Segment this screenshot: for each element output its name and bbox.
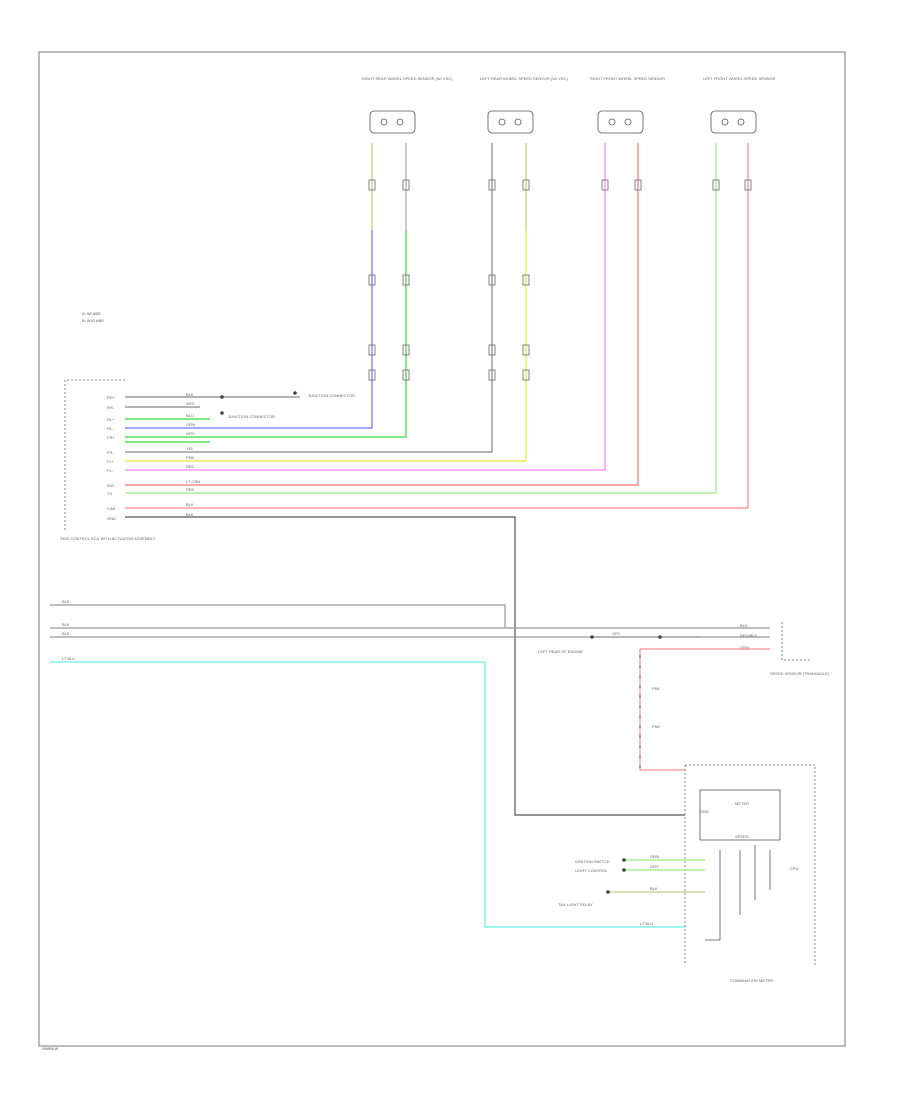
wire-rr-plus-blue — [125, 230, 373, 429]
svg-text:LT GRN: LT GRN — [186, 479, 200, 484]
sensor-label: LEFT REAR WHEEL SPEED SENSOR (W/ VSC) — [480, 76, 568, 81]
svg-text:GRN: GRN — [740, 645, 749, 650]
cluster-input-color-1: GRN — [650, 854, 659, 859]
svg-text:RR-: RR- — [107, 405, 115, 410]
speed-wire-label: GRY — [612, 631, 621, 636]
abs-ecu-outline — [64, 379, 125, 530]
abs-ecu-pins: RR+ RR- RL+ RL- FR+ FR- FL+ FL- D/G TS C… — [107, 395, 116, 521]
splice-point — [220, 411, 224, 415]
bus-label-1: BLK — [62, 599, 70, 604]
bus-wire-1 — [50, 604, 700, 629]
splice-point — [658, 635, 662, 639]
sensor-left-front: LEFT FRONT WHEEL SPEED SENSOR — [703, 76, 775, 134]
wire-fl-plus — [125, 143, 717, 494]
splice-point — [293, 391, 297, 395]
wire-fl-minus — [125, 143, 749, 509]
svg-text:RED/BLK: RED/BLK — [740, 633, 757, 638]
sensor-right-rear: RIGHT REAR WHEEL SPEED SENSOR (W/ VSC) — [362, 76, 453, 134]
cluster-input-color-2: GRY — [650, 864, 659, 869]
junction-label-2: JUNCTION CONNECTOR — [228, 414, 275, 419]
note-b: B: W/O ABS — [82, 318, 104, 323]
svg-text:BLU: BLU — [186, 413, 194, 418]
svg-text:RED: RED — [186, 464, 195, 469]
svg-text:FL+: FL+ — [107, 459, 115, 464]
svg-text:FR+: FR+ — [107, 435, 115, 440]
wire-rr-minus-green — [125, 230, 407, 438]
svg-text:FL-: FL- — [107, 468, 114, 473]
cluster-cyan-label: LT BLU — [640, 921, 653, 926]
svg-text:FR-: FR- — [107, 450, 114, 455]
svg-text:GND: GND — [107, 516, 116, 521]
wire-fr-plus — [125, 143, 606, 471]
svg-text:GRN: GRN — [186, 422, 195, 427]
abs-ecu-label: SKID CONTROL ECU WITH ACTUATOR ASSEMBLY — [60, 536, 156, 541]
svg-text:BLK: BLK — [186, 512, 194, 517]
wire-rl-plus — [125, 143, 493, 453]
cluster-input-label-3: TAIL LIGHT RELAY — [558, 902, 593, 907]
svg-text:WHT: WHT — [186, 401, 196, 406]
svg-text:RR+: RR+ — [107, 395, 116, 400]
svg-text:CAN: CAN — [107, 506, 116, 511]
bus-label-3: BLK — [62, 631, 70, 636]
svg-text:YEL: YEL — [186, 446, 194, 451]
svg-text:RED: RED — [186, 487, 195, 492]
svg-text:RL+: RL+ — [107, 417, 115, 422]
footer-code: WMBKW — [42, 1046, 58, 1051]
junction-label-1: JUNCTION CONNECTOR — [308, 393, 355, 398]
cluster-inner-meter: METER — [735, 801, 749, 806]
speed-junction-label: LEFT REAR OF ENGINE — [538, 649, 583, 654]
speed-sensor-outline — [781, 622, 810, 661]
cluster-outline — [684, 764, 816, 965]
bus-label-2: BLK — [62, 622, 70, 627]
sensor-label: RIGHT REAR WHEEL SPEED SENSOR (W/ VSC) — [362, 76, 453, 81]
svg-text:GRY: GRY — [186, 431, 195, 436]
abs-wire-colors: BLK WHT BLU GRN GRY YEL PNK RED LT GRN R… — [186, 392, 200, 517]
svg-text:PNK: PNK — [186, 455, 195, 460]
svg-text:BLK: BLK — [740, 623, 748, 628]
splice-point — [590, 635, 594, 639]
wire-speed-pulse — [639, 648, 770, 771]
cluster-label: COMBINATION METER — [730, 978, 773, 983]
svg-text:TS: TS — [107, 491, 112, 496]
inline-connectors — [368, 179, 752, 381]
sensor-left-rear: LEFT REAR WHEEL SPEED SENSOR (W/ VSC) — [480, 76, 568, 134]
sensor-right-front: RIGHT FRONT WHEEL SPEED SENSOR — [590, 76, 665, 134]
cluster-input-label-1: IGNITION SWITCH — [575, 859, 610, 864]
svg-text:D/G: D/G — [107, 483, 114, 488]
splice-point — [622, 868, 626, 872]
cluster-gnd-label: GND — [700, 809, 709, 814]
speed-sensor-pins: BLK RED/BLK GRN — [740, 623, 757, 650]
speed-vlabel-2: PNK — [652, 724, 661, 729]
wire-ecu-to-meter — [125, 516, 685, 816]
bus-label-4: LT BLU — [62, 656, 75, 661]
note-a: A: W/ ABS — [82, 311, 101, 316]
cluster-inner-cpu: CPU — [790, 866, 799, 871]
wire-rl-minus-yellow — [125, 230, 527, 462]
wire-fr-minus — [125, 143, 639, 486]
splice-point — [220, 395, 224, 399]
speed-sensor-label: SPEED SENSOR (TRANSAXLE) — [770, 671, 830, 676]
sensor-label: RIGHT FRONT WHEEL SPEED SENSOR — [590, 76, 665, 81]
cluster-inner-box — [699, 789, 781, 841]
sensor-label: LEFT FRONT WHEEL SPEED SENSOR — [703, 76, 775, 81]
svg-text:BLK: BLK — [186, 502, 194, 507]
cluster-input-label-2: LIGHT CONTROL — [575, 868, 608, 873]
bus-wire-cyan — [50, 661, 685, 928]
svg-text:BLK: BLK — [186, 392, 194, 397]
svg-text:RL-: RL- — [107, 426, 114, 431]
speed-vlabel-1: PNK — [652, 686, 661, 691]
diagram-frame — [38, 51, 846, 1047]
cluster-input-color-3: BLK — [650, 886, 658, 891]
cluster-inner-speed: SPEED — [735, 834, 749, 839]
cluster-internal — [705, 845, 771, 941]
splice-point — [606, 890, 610, 894]
splice-point — [622, 858, 626, 862]
